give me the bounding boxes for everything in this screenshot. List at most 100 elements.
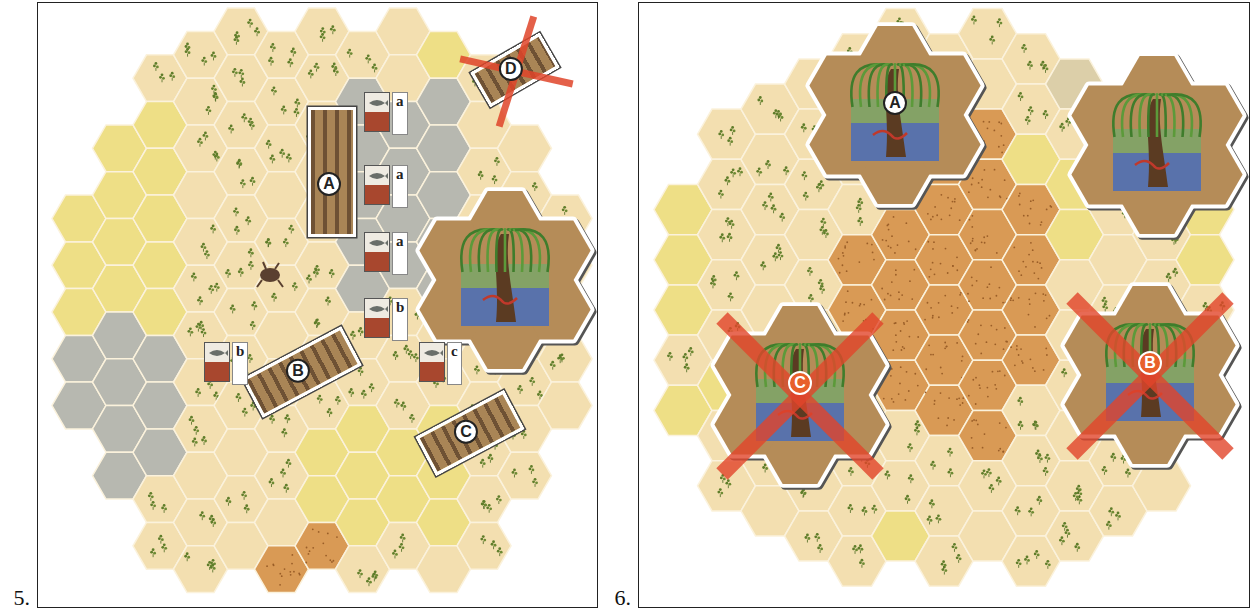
grass-tuft	[817, 544, 823, 553]
dirt-speck	[999, 448, 1001, 450]
dirt-speck	[895, 269, 897, 271]
dirt-speck	[872, 328, 874, 330]
dirt-speck	[998, 146, 1000, 148]
grass-tuft	[486, 504, 492, 513]
grass-tuft	[885, 471, 891, 480]
dirt-speck	[908, 121, 910, 123]
grass-tuft	[848, 504, 854, 513]
dirt-speck	[956, 398, 958, 400]
tile-letter: A	[883, 91, 907, 115]
grass-tuft	[859, 453, 865, 462]
board-hex	[498, 125, 552, 172]
dirt-speck	[989, 298, 991, 300]
grass-tuft	[532, 478, 538, 487]
grass-tuft	[1024, 556, 1030, 565]
grass-tuft	[288, 225, 294, 234]
fish-icon	[205, 343, 231, 383]
grass-tuft	[1129, 358, 1135, 367]
grass-tuft	[895, 66, 901, 75]
dirt-speck	[929, 115, 931, 117]
grass-tuft	[1127, 393, 1133, 402]
fish-icon	[365, 233, 391, 273]
grass-tuft	[408, 350, 414, 359]
dirt-speck	[957, 108, 959, 110]
grass-tuft	[1018, 92, 1024, 101]
grass-tuft	[197, 296, 203, 305]
grass-tuft	[727, 327, 733, 336]
board-five	[52, 8, 592, 593]
grass-tuft	[184, 552, 190, 561]
dirt-speck	[1006, 341, 1008, 343]
grass-tuft	[400, 534, 406, 543]
tile-letter: b	[232, 342, 248, 385]
dirt-speck	[895, 274, 897, 276]
grass-tuft	[266, 140, 272, 149]
grass-tuft	[820, 218, 826, 227]
grass-tuft	[1108, 313, 1114, 322]
dirt-speck	[905, 222, 907, 224]
dirt-speck	[891, 281, 893, 283]
grass-tuft	[947, 448, 953, 457]
grass-tuft	[799, 340, 805, 349]
dirt-speck	[932, 95, 934, 97]
grass-tuft	[818, 279, 824, 288]
dirt-speck	[284, 568, 286, 570]
dirt-speck	[998, 121, 1000, 123]
grass-tuft	[941, 566, 947, 575]
grass-tuft	[718, 190, 724, 199]
dirt-speck	[977, 333, 979, 335]
dirt-speck	[886, 117, 888, 119]
grass-tuft	[1165, 283, 1171, 292]
dirt-speck	[1018, 270, 1020, 272]
dirt-speck	[917, 176, 919, 178]
grass-tuft	[936, 514, 942, 523]
grass-tuft	[562, 206, 568, 215]
dirt-speck	[1028, 298, 1030, 300]
dirt-speck	[932, 216, 934, 218]
grass-tuft	[1123, 409, 1129, 418]
dirt-speck	[993, 130, 995, 132]
dirt-speck	[947, 417, 949, 419]
dirt-speck	[929, 172, 931, 174]
grass-tuft	[1059, 123, 1065, 132]
dirt-speck	[967, 321, 969, 323]
dirt-speck	[959, 404, 961, 406]
dirt-speck	[972, 177, 974, 179]
grass-tuft	[393, 351, 399, 360]
grass-tuft	[290, 48, 296, 57]
grass-tuft	[1074, 385, 1080, 394]
dirt-speck	[331, 561, 333, 563]
dirt-speck	[291, 554, 293, 556]
dirt-speck	[895, 341, 897, 343]
dirt-speck	[959, 108, 961, 110]
grass-tuft	[813, 469, 819, 478]
dirt-speck	[298, 573, 300, 575]
dirt-speck	[946, 345, 948, 347]
dirt-speck	[987, 127, 989, 129]
dirt-speck	[903, 347, 905, 349]
grass-tuft	[1015, 506, 1021, 515]
grass-tuft	[816, 183, 822, 192]
dirt-speck	[952, 201, 954, 203]
dirt-speck	[911, 177, 913, 179]
dirt-speck	[906, 371, 908, 373]
dirt-speck	[910, 145, 912, 147]
grass-tuft	[320, 27, 326, 36]
dirt-speck	[1042, 293, 1044, 295]
dirt-speck	[968, 300, 970, 302]
dirt-speck	[935, 163, 937, 165]
dirt-speck	[891, 368, 893, 370]
grass-tuft	[283, 484, 289, 493]
grass-tuft	[915, 420, 921, 429]
grass-tuft	[201, 57, 207, 66]
dirt-speck	[936, 214, 938, 216]
fish-icon	[365, 166, 391, 206]
grass-tuft	[284, 414, 290, 423]
grass-tuft	[774, 355, 780, 364]
grass-tuft	[491, 540, 497, 549]
dirt-speck	[1003, 348, 1005, 350]
grass-tuft	[1059, 536, 1065, 545]
grass-tuft	[400, 402, 406, 411]
dirt-speck	[915, 248, 917, 250]
grass-tuft	[735, 322, 741, 331]
